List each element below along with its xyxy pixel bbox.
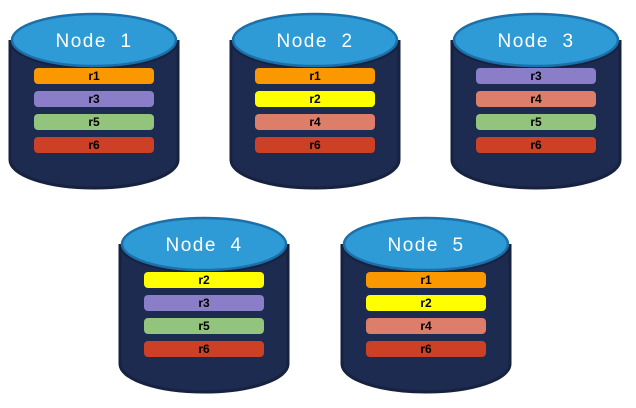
replica-bar-r6[interactable]: r6 xyxy=(255,137,375,153)
replica-bar-r3[interactable]: r3 xyxy=(34,91,154,107)
replica-bar-r4[interactable]: r4 xyxy=(255,114,375,130)
cylinder-top-disc xyxy=(10,12,178,68)
replica-bar-r5[interactable]: r5 xyxy=(34,114,154,130)
cylinder-top-disc xyxy=(452,12,620,68)
cylinder-top-disc xyxy=(231,12,399,68)
replica-bar-r1[interactable]: r1 xyxy=(366,272,486,288)
replica-bar-r1[interactable]: r1 xyxy=(255,68,375,84)
replica-bar-r6[interactable]: r6 xyxy=(366,341,486,357)
replica-bar-r6[interactable]: r6 xyxy=(144,341,264,357)
replica-bar-r2[interactable]: r2 xyxy=(255,91,375,107)
replica-stack: r1 r3 r5 r6 xyxy=(8,68,180,153)
replica-bar-r3[interactable]: r3 xyxy=(476,68,596,84)
replica-bar-r6[interactable]: r6 xyxy=(476,137,596,153)
replica-bar-r5[interactable]: r5 xyxy=(144,318,264,334)
cylinder-top-disc xyxy=(342,216,510,272)
replica-bar-r2[interactable]: r2 xyxy=(366,295,486,311)
replica-bar-r3[interactable]: r3 xyxy=(144,295,264,311)
replica-bar-r4[interactable]: r4 xyxy=(476,91,596,107)
replica-stack: r1 r2 r4 r6 xyxy=(340,272,512,357)
replica-stack: r3 r4 r5 r6 xyxy=(450,68,622,153)
replica-bar-r1[interactable]: r1 xyxy=(34,68,154,84)
replica-bar-r4[interactable]: r4 xyxy=(366,318,486,334)
replica-bar-r5[interactable]: r5 xyxy=(476,114,596,130)
replica-bar-r2[interactable]: r2 xyxy=(144,272,264,288)
cylinder-top-disc xyxy=(120,216,288,272)
replica-bar-r6[interactable]: r6 xyxy=(34,137,154,153)
replica-stack: r1 r2 r4 r6 xyxy=(229,68,401,153)
replica-stack: r2 r3 r5 r6 xyxy=(118,272,290,357)
